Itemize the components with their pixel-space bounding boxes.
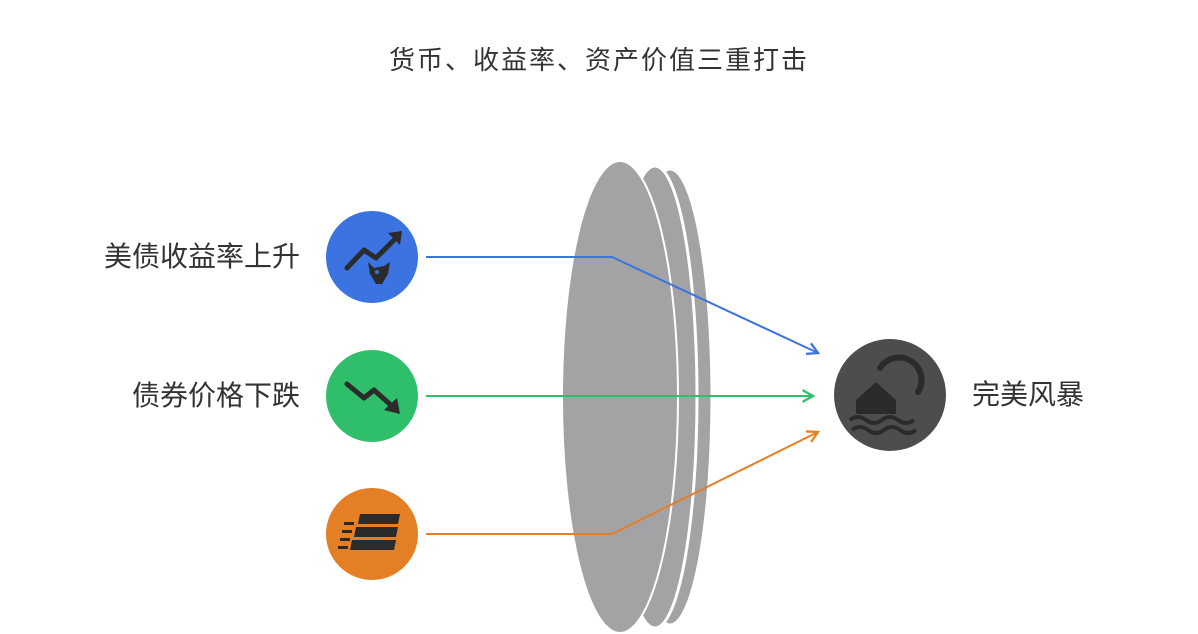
connector-yield-rise [426, 256, 818, 353]
output-label: 完美风暴 [972, 378, 1085, 411]
connector-currency [426, 432, 818, 535]
stacked-bills-icon [326, 488, 418, 580]
falling-trend-icon [326, 350, 418, 442]
bull-rising-chart-icon [326, 211, 418, 303]
diagram-title: 货币、收益率、资产价值三重打击 [388, 46, 809, 76]
input-label-yield-rise: 美债收益率上升 [103, 240, 300, 273]
input-label-bond-price-fall: 债券价格下跌 [131, 379, 300, 412]
house-wave-icon [834, 339, 946, 451]
